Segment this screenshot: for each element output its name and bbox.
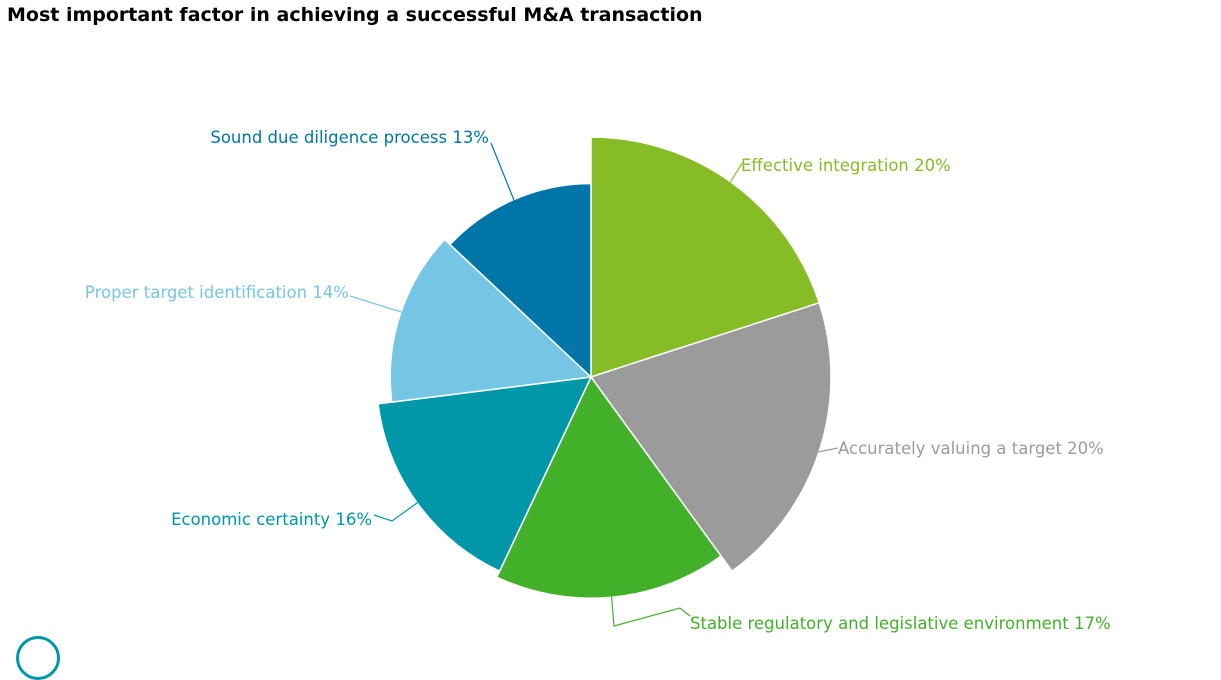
leader-line: [490, 142, 529, 236]
chart-title: Most important factor in achieving a suc…: [7, 4, 703, 26]
leader-line: [373, 487, 439, 522]
slice-label: Stable regulatory and legislative enviro…: [690, 614, 1111, 633]
pie-chart: Effective integration 20% Accurately valu…: [85, 128, 1111, 633]
logo-ring-icon: [16, 636, 60, 680]
leader-line: [349, 295, 431, 322]
slice-label: Sound due diligence process 13%: [210, 128, 489, 147]
labels-layer: Effective integration 20% Accurately valu…: [85, 128, 1111, 633]
leader-line: [817, 447, 839, 453]
pie-slice[interactable]: [590, 136, 820, 378]
slice-label: Accurately valuing a target 20%: [838, 439, 1104, 458]
slices-layer: [377, 136, 832, 600]
pie-slice[interactable]: [389, 238, 592, 403]
leader-line: [729, 162, 743, 184]
leader-lines-layer: [349, 142, 839, 627]
leader-line: [609, 577, 691, 627]
slice-label: Proper target identification 14%: [85, 283, 349, 302]
slice-label: Effective integration 20%: [741, 156, 951, 175]
slice-label: Economic certainty 16%: [171, 510, 372, 529]
